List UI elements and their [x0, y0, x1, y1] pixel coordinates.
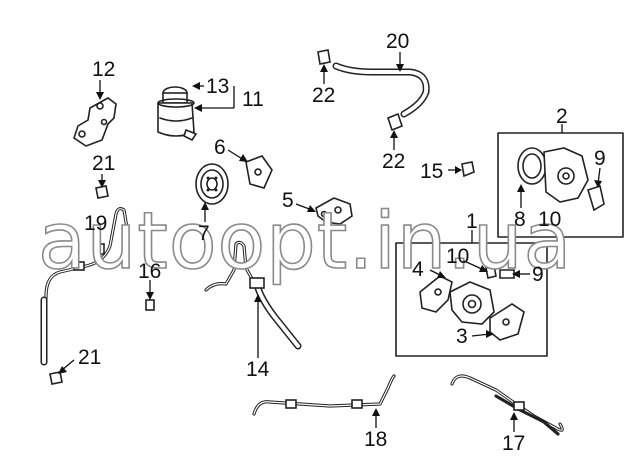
callout-5: 5 [282, 189, 294, 212]
callout-13: 13 [206, 75, 229, 98]
callout-19: 19 [84, 212, 107, 235]
callout-4: 4 [412, 258, 424, 281]
callout-11: 11 [242, 88, 264, 111]
callout-10-box2: 10 [538, 208, 561, 231]
callout-21-bottom: 21 [78, 346, 101, 369]
callout-9-box1: 9 [532, 263, 544, 286]
part-18-return-line [252, 374, 396, 428]
callout-16: 16 [138, 260, 161, 283]
part-2-pump-assembly [497, 124, 624, 238]
callout-8: 8 [514, 208, 526, 231]
callout-3: 3 [456, 325, 468, 348]
part-11-reservoir [157, 82, 235, 142]
callout-1: 1 [466, 210, 478, 233]
part-12-bracket [73, 80, 117, 147]
part-21-clip-lower [49, 359, 75, 385]
callout-7: 7 [198, 222, 210, 245]
part-6-cover [227, 149, 273, 189]
part-17-cooler-line [450, 374, 564, 436]
callout-12: 12 [92, 58, 115, 81]
part-20-return-hose [317, 49, 430, 150]
callout-21-top: 21 [92, 152, 115, 175]
callout-22-top: 22 [312, 84, 335, 107]
watermark-text: autoopt.in.ua [38, 197, 572, 287]
callout-6: 6 [214, 136, 226, 159]
callout-2: 2 [556, 105, 568, 128]
part-15-clip [448, 161, 475, 178]
part-21-clip-upper [95, 174, 109, 199]
part-7-pulley [195, 163, 229, 222]
callout-18: 18 [364, 428, 387, 451]
part-5-bracket [295, 197, 353, 225]
callout-14: 14 [246, 358, 270, 381]
callout-9-box2: 9 [594, 147, 606, 170]
callout-17: 17 [502, 432, 525, 455]
part-1-pump-assembly [395, 230, 548, 357]
callout-22-bottom: 22 [382, 150, 405, 173]
callout-20: 20 [386, 30, 409, 53]
callout-10-box1: 10 [446, 245, 469, 268]
part-19-pressure-line [40, 207, 130, 366]
part-16-bolt [145, 280, 155, 311]
part-14-pressure-hose [204, 240, 302, 358]
callout-15: 15 [420, 160, 443, 183]
